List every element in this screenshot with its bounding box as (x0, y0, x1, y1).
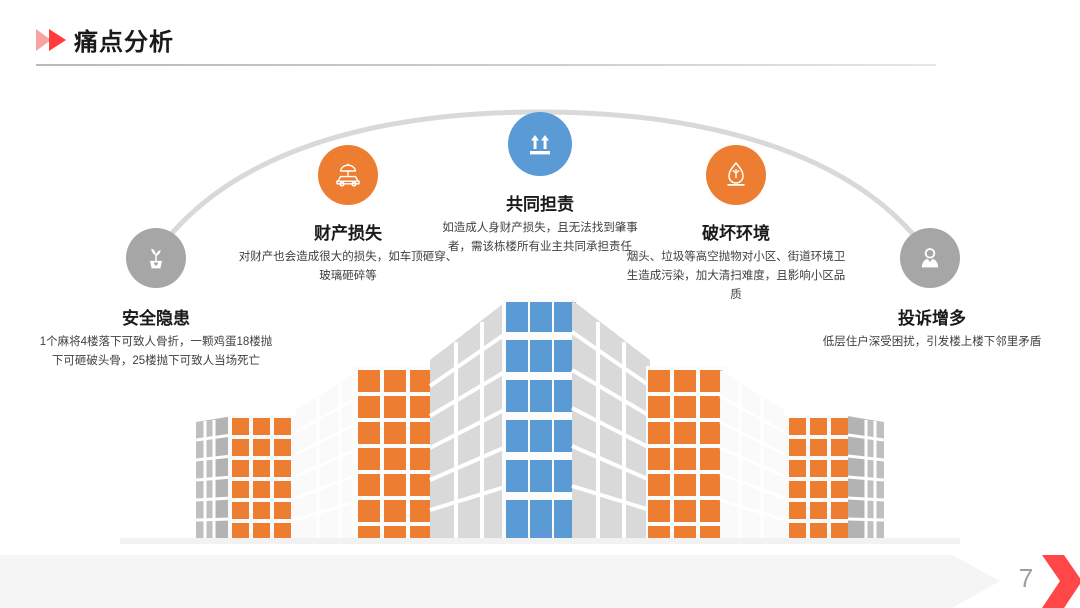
building-left-slope (428, 300, 510, 538)
building-far-left-side (195, 416, 233, 538)
node-icon-circle[interactable] (706, 145, 766, 205)
footer-chevron-icon (1042, 555, 1080, 608)
building-center (502, 296, 578, 538)
node-description: 低层住户深受困扰，引发楼上楼下邻里矛盾 (822, 336, 1042, 348)
city-skyline-illustration (120, 296, 960, 544)
building-mid-right (646, 366, 728, 538)
page-number: 7 (1018, 563, 1034, 593)
car-umbrella-icon (336, 163, 360, 187)
node-title: 财产损失 (314, 224, 382, 243)
node-description: 对财产也会造成很大的损失，如车顶砸穿、玻璃砸碎等 (238, 251, 458, 282)
person-icon (921, 248, 939, 268)
footer-band (0, 555, 1000, 608)
potted-plant-icon (149, 248, 163, 269)
node-title: 破坏环境 (702, 224, 770, 243)
building-right-connector (719, 370, 785, 538)
building-far-right (784, 416, 852, 538)
node-description: 1个麻将4楼落下可致人骨折，一颗鸡蛋18楼抛下可砸破头骨，25楼抛下可致人当场死… (39, 336, 273, 367)
triangle-right-icon-pale (36, 29, 51, 51)
node-icon-circle[interactable] (900, 228, 960, 288)
node-description: 如造成人身财产损失，且无法找到肇事者，需该栋楼所有业主共同承担责任 (442, 222, 638, 253)
node-icon-circle[interactable] (508, 112, 572, 176)
building-right-slope (570, 300, 652, 538)
header-divider (36, 64, 936, 66)
building-mid-left (352, 366, 434, 538)
building-far-right-side (847, 416, 885, 538)
node-title: 共同担责 (506, 195, 574, 214)
building-left-connector (295, 370, 361, 538)
node-title: 投诉增多 (898, 309, 966, 328)
building-far-left (228, 416, 296, 538)
node-icon-circle[interactable] (126, 228, 186, 288)
slide-footer: 7 (0, 555, 1080, 608)
flame-leaf-icon (727, 162, 745, 186)
node-title: 安全隐患 (122, 309, 190, 328)
node-icon-circle[interactable] (318, 145, 378, 205)
slide-header: 痛点分析 (0, 0, 1080, 66)
page-title: 痛点分析 (74, 29, 174, 56)
double-up-arrows-icon (530, 135, 550, 155)
triangle-right-icon-bright (49, 29, 66, 51)
header-arrow-icons (36, 29, 76, 53)
node-description: 烟头、垃圾等高空抛物对小区、街道环境卫生造成污染，加大清扫难度，且影响小区品质 (626, 251, 846, 301)
